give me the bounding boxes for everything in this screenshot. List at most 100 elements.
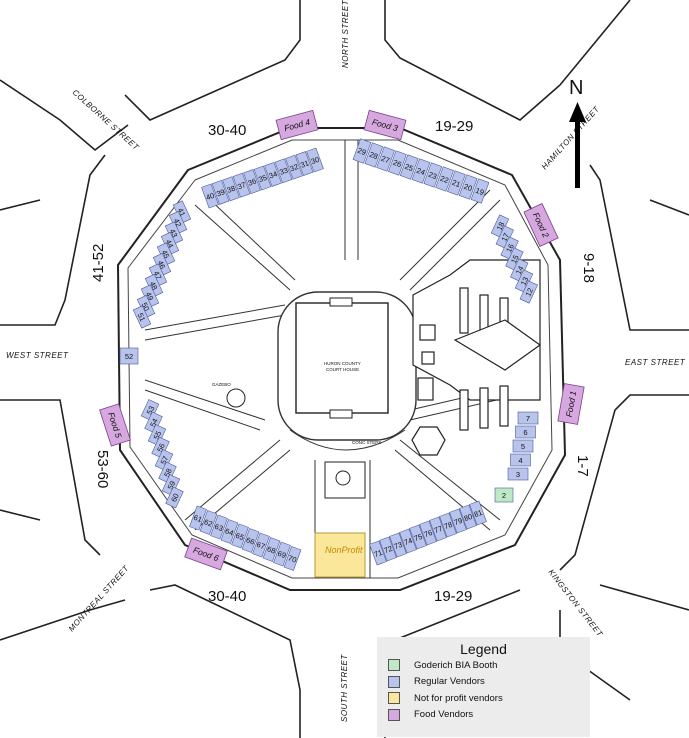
stall-number: 77 <box>433 524 444 535</box>
street-kingston: KINGSTON STREET <box>546 568 605 639</box>
vendor-stall-32: 32 <box>285 154 303 180</box>
vendor-stall-30: 30 <box>306 147 324 173</box>
stall-number: 4 <box>518 456 522 465</box>
vendor-stall-19: 19 <box>470 178 490 204</box>
range-bottom-right: 19-29 <box>434 588 472 605</box>
stall-number: 20 <box>463 182 474 193</box>
stall-number: 73 <box>393 540 404 551</box>
stall-number: 59 <box>166 480 178 491</box>
vendor-stall-39: 39 <box>211 179 230 205</box>
stall-number: 57 <box>159 455 171 466</box>
range-top-right: 19-29 <box>435 118 473 135</box>
vendor-stall-22: 22 <box>435 166 454 192</box>
stall-number: 65 <box>234 531 245 542</box>
stall-number: 48 <box>148 280 160 291</box>
food-vendor-4: Food 4 <box>275 109 319 141</box>
vendor-stall-23: 23 <box>423 162 443 188</box>
vendor-stall-12: 12 <box>519 280 538 304</box>
vendor-stall-62: 62 <box>199 510 218 535</box>
vendor-stall-40: 40 <box>201 183 219 209</box>
stall-number: 56 <box>155 442 167 453</box>
stall-number: 46 <box>156 259 168 270</box>
vendor-stall-31: 31 <box>295 151 314 177</box>
stall-number: 75 <box>413 532 424 543</box>
food-vendor-2: Food 2 <box>523 203 559 247</box>
stall-number: 5 <box>521 442 525 451</box>
stall-number: 80 <box>463 512 474 523</box>
legend: Legend Goderich BIA Booth Regular Vendor… <box>377 637 590 737</box>
street-south: SOUTH STREET <box>340 654 349 722</box>
food-vendor-6: Food 6 <box>184 537 228 571</box>
stall-number: 26 <box>392 158 403 169</box>
stall-number: 21 <box>451 178 462 189</box>
vendor-stall-36: 36 <box>243 169 261 195</box>
stall-number: 58 <box>162 467 174 478</box>
street-hamilton: HAMILTON STREET <box>540 104 602 171</box>
vendor-stall-53: 53 <box>140 399 160 421</box>
stall-number: 52 <box>125 352 133 361</box>
stall-number: 6 <box>523 428 527 437</box>
legend-label-regular: Regular Vendors <box>414 676 485 688</box>
vendor-stall-71: 71 <box>369 540 387 566</box>
stall-number: 41 <box>176 207 188 218</box>
stall-number: 23 <box>427 170 438 181</box>
stall-number: 32 <box>289 162 300 173</box>
square-inner-octagon <box>127 139 553 579</box>
vendor-stall-21: 21 <box>447 170 466 196</box>
stall-number: 51 <box>136 312 148 323</box>
vendor-stall-4: 4 <box>510 453 531 467</box>
vendor-stall-6: 6 <box>515 425 536 439</box>
stall-number: 54 <box>148 417 160 428</box>
legend-item-food: Food Vendors <box>388 707 590 724</box>
vendor-stall-2: 2 <box>494 487 514 503</box>
street-colborne: COLBORNE STREET <box>71 88 142 153</box>
range-left-upper: 41-52 <box>90 244 107 282</box>
legend-swatch-nonprofit <box>388 692 400 705</box>
vendor-stall-76: 76 <box>419 520 437 546</box>
vendor-stall-34: 34 <box>264 161 282 187</box>
stall-number: 72 <box>383 544 394 555</box>
stall-number: 74 <box>403 536 414 547</box>
vendor-stall-64: 64 <box>220 519 239 544</box>
range-right-upper: 9-18 <box>580 253 597 283</box>
stall-number: 27 <box>380 154 391 165</box>
vendor-stall-78: 78 <box>439 512 457 538</box>
vendor-stall-37: 37 <box>232 172 251 198</box>
stall-number: 37 <box>236 180 247 191</box>
stall-number: 29 <box>356 146 367 157</box>
stall-number: 81 <box>473 508 484 519</box>
stall-number: 17 <box>499 232 511 243</box>
food-vendor-label: Food 1 <box>564 390 578 418</box>
stall-number: 40 <box>205 191 216 202</box>
vendor-stall-70: 70 <box>283 546 302 571</box>
stall-number: 53 <box>145 405 157 416</box>
range-left-lower: 53-60 <box>94 450 111 488</box>
stall-number: 16 <box>504 243 516 254</box>
gazebo-label: GAZEBO <box>212 382 231 387</box>
legend-label-nonprofit: Not for profit vendors <box>414 692 503 704</box>
stall-number: 63 <box>213 522 224 533</box>
stall-number: 78 <box>443 520 454 531</box>
vendor-stall-27: 27 <box>376 146 395 172</box>
vendor-stall-80: 80 <box>459 504 477 530</box>
vendor-stall-51: 51 <box>132 305 152 329</box>
street-north: NORTH STREET <box>341 0 350 68</box>
nonprofit-area <box>314 532 366 578</box>
compass-letter: N <box>569 77 583 99</box>
vendor-stall-3: 3 <box>507 467 529 481</box>
range-bottom-left: 30-40 <box>208 588 246 605</box>
courthouse-label-1: HURON COUNTY <box>324 361 361 366</box>
vendor-stall-63: 63 <box>210 514 228 540</box>
stall-number: 66 <box>245 535 256 546</box>
vendor-stall-81: 81 <box>469 500 487 526</box>
legend-item-regular: Regular Vendors <box>388 674 590 691</box>
street-east: EAST STREET <box>625 358 686 367</box>
stall-number: 60 <box>169 492 181 503</box>
stall-number: 34 <box>268 169 279 180</box>
gazebo-circle <box>226 388 246 408</box>
east-lawn-features <box>411 259 542 456</box>
legend-swatch-regular <box>388 675 400 688</box>
courthouse-label-2: COURT HOUSE <box>326 367 359 372</box>
